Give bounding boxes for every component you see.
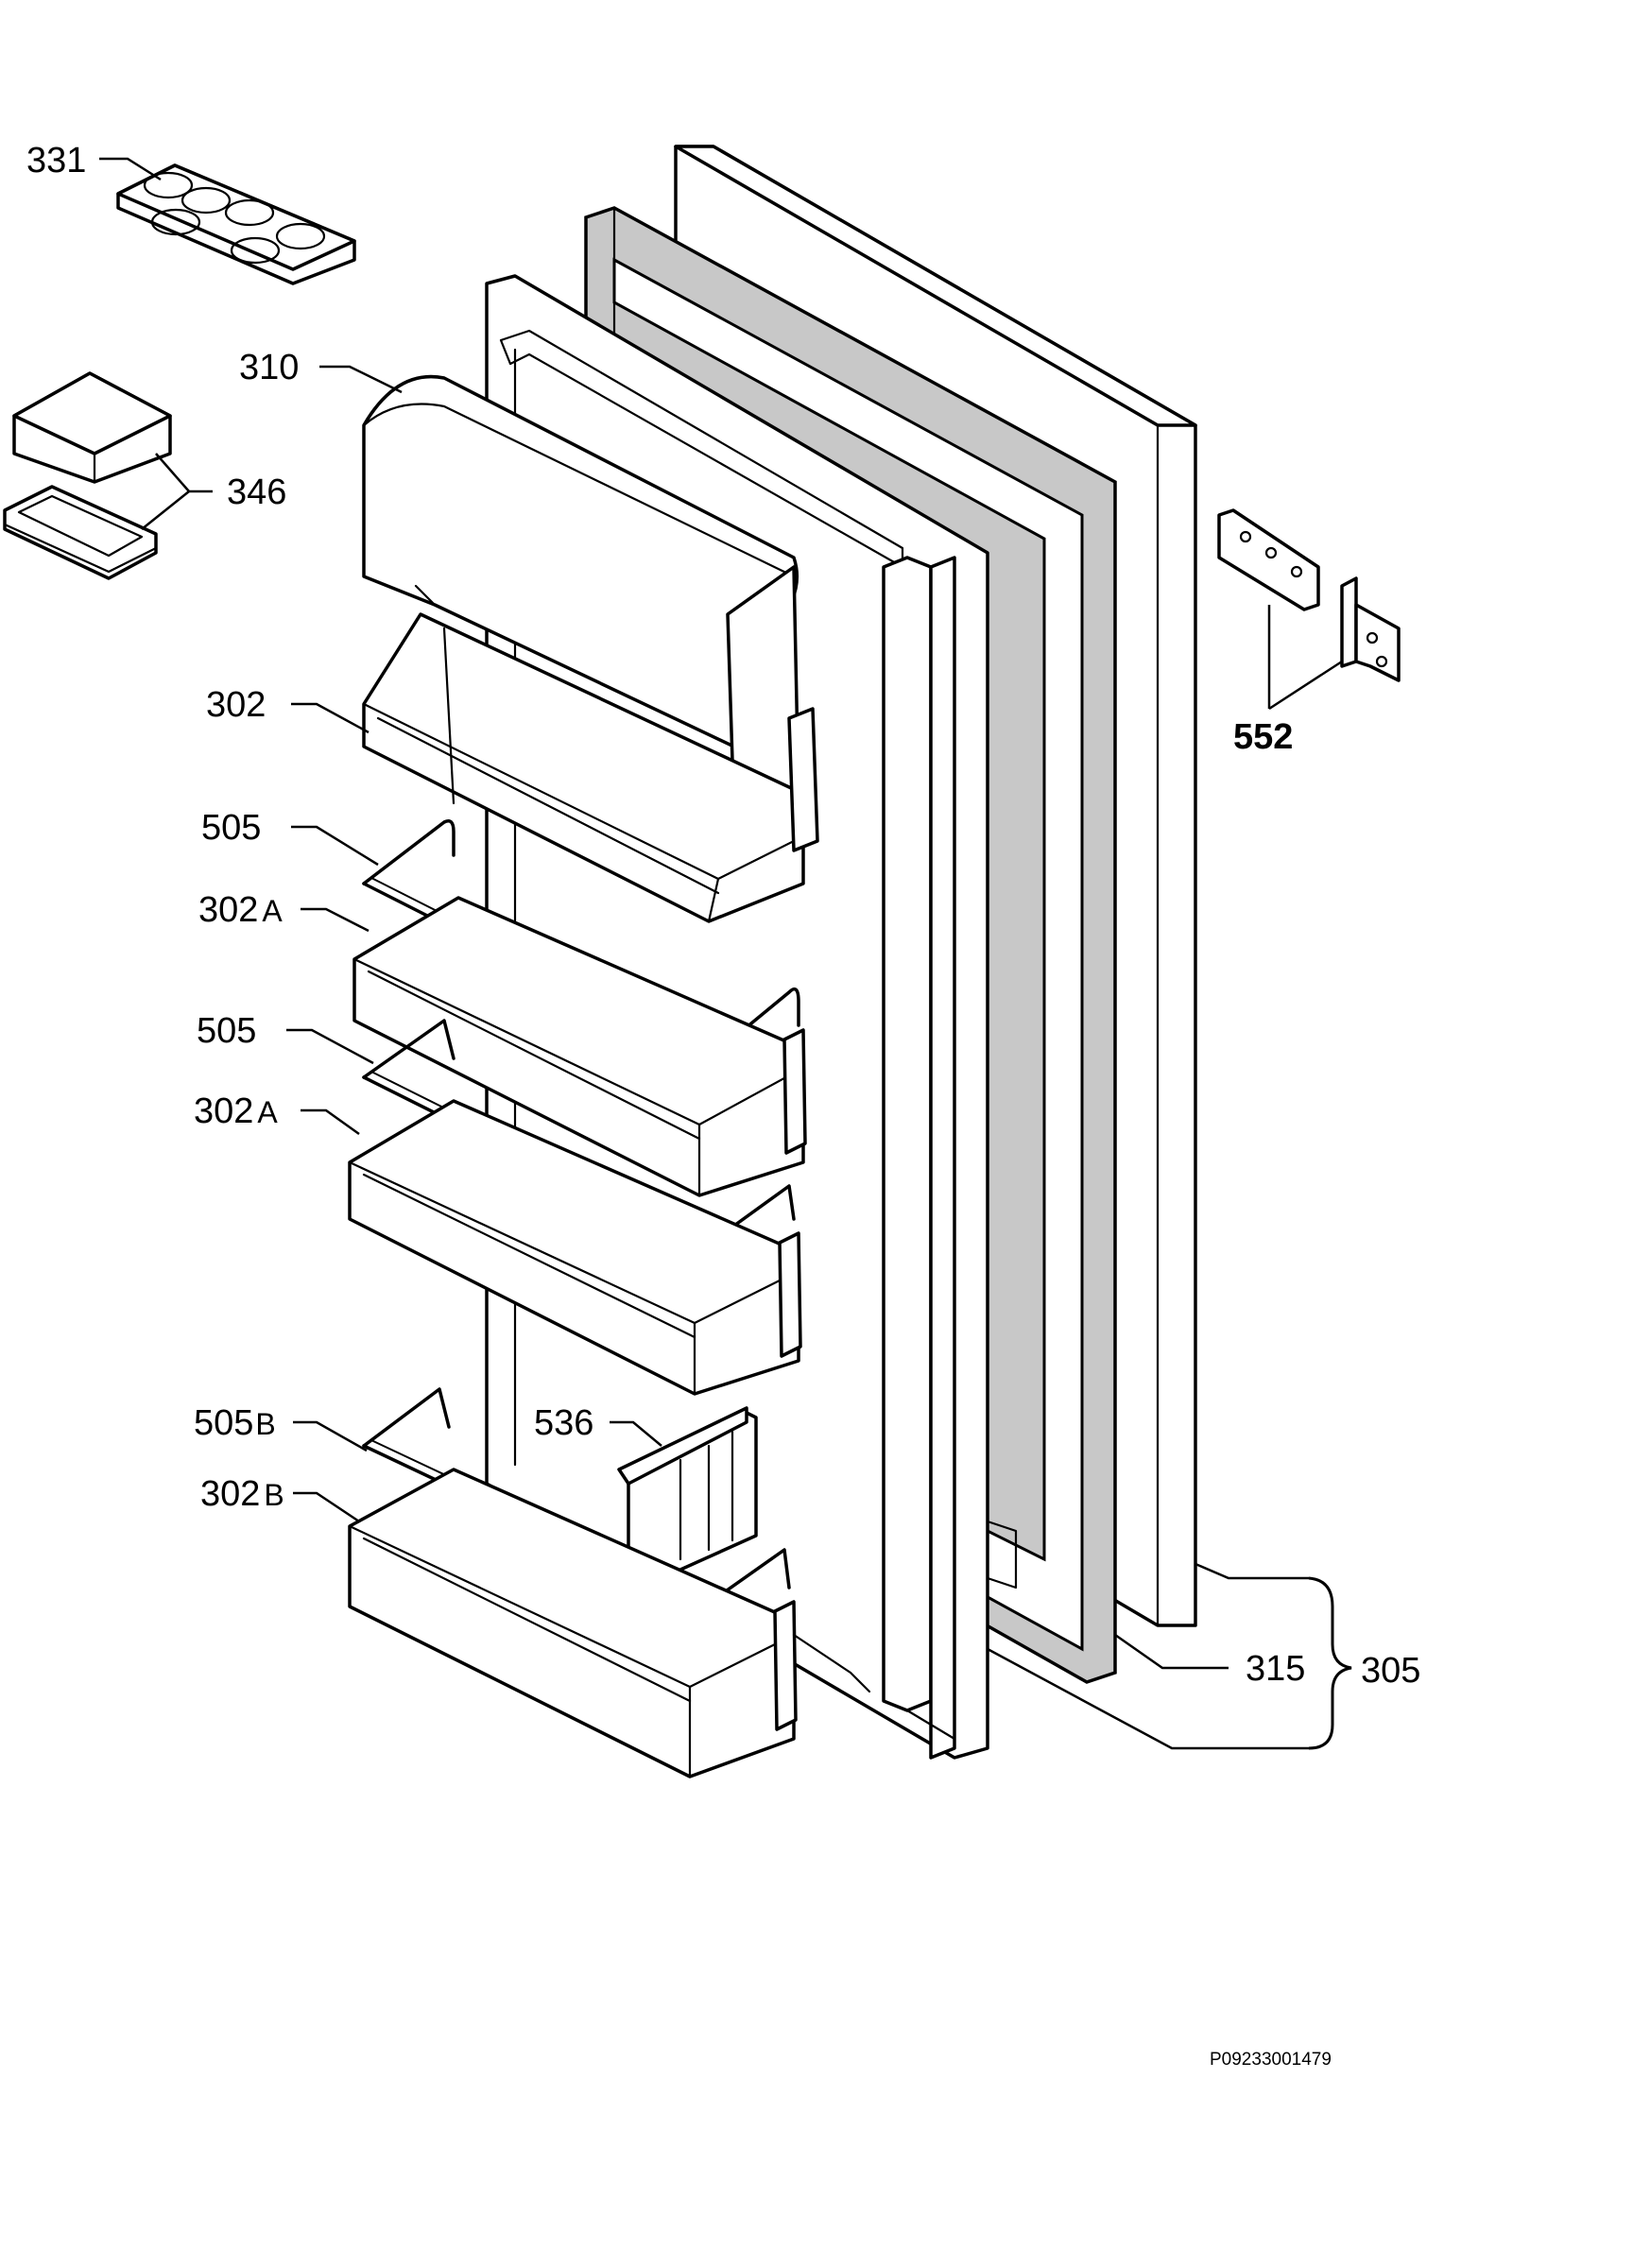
bottle-shelf-302b xyxy=(348,1468,871,1778)
dairy-compartment-cover-310 xyxy=(362,374,800,796)
label-505b: 505B xyxy=(194,1403,276,1443)
label-302: 302 xyxy=(206,685,266,725)
dairy-shelf-302 xyxy=(362,612,819,923)
label-552: 552 xyxy=(1233,717,1293,757)
label-315: 315 xyxy=(1246,1649,1305,1689)
egg-tray-331 xyxy=(116,163,356,285)
label-310: 310 xyxy=(239,348,299,387)
butter-box-346 xyxy=(3,371,172,580)
bottle-divider-536 xyxy=(617,1406,758,1580)
label-505-upper: 505 xyxy=(201,808,261,848)
hinge-parts-552 xyxy=(1217,508,1401,682)
door-shelf-302a-lower xyxy=(348,1099,802,1396)
label-346: 346 xyxy=(227,472,286,512)
label-305: 305 xyxy=(1361,1651,1420,1691)
leader-lines xyxy=(99,157,1352,1750)
label-505-middle: 505 xyxy=(197,1011,256,1051)
door-shelf-302a-upper xyxy=(352,896,807,1197)
label-331: 331 xyxy=(26,141,86,180)
figure-code: P09233001479 xyxy=(1210,2050,1332,2070)
label-536: 536 xyxy=(534,1403,593,1443)
